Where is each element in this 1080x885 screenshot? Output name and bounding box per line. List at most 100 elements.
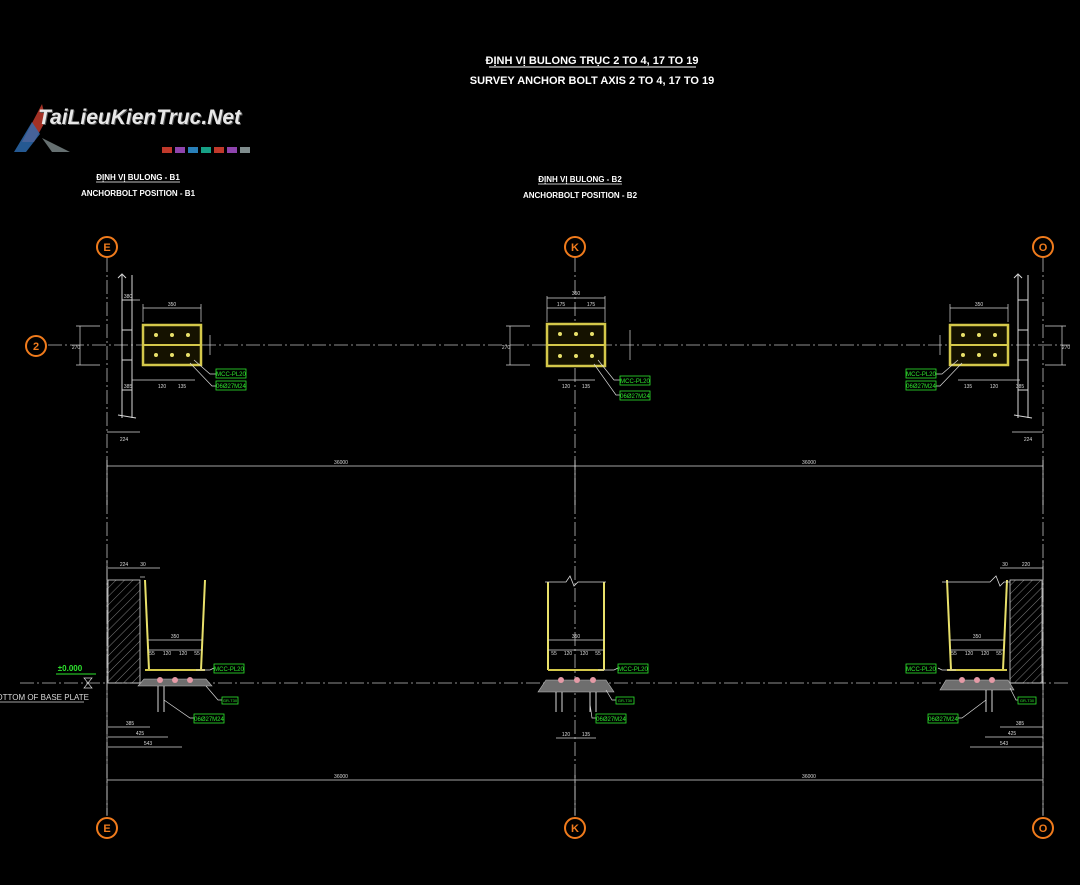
svg-text:55: 55 (595, 651, 601, 657)
svg-text:385: 385 (124, 384, 133, 390)
svg-text:135: 135 (178, 384, 187, 390)
svg-text:120: 120 (981, 651, 990, 657)
svg-text:E: E (103, 823, 110, 835)
svg-text:425: 425 (1008, 731, 1017, 737)
svg-text:GR-T30: GR-T30 (618, 698, 633, 703)
svg-text:224: 224 (120, 437, 129, 443)
svg-text:GR-T30: GR-T30 (223, 698, 238, 703)
svg-text:06Ø27M24: 06Ø27M24 (620, 394, 650, 400)
svg-text:120: 120 (562, 384, 571, 390)
svg-text:350: 350 (975, 302, 984, 308)
grid-bubble-o-bottom: O (1032, 817, 1054, 839)
svg-text:350: 350 (572, 291, 581, 297)
level-marker: ±0.000 BOTTOM OF BASE PLATE (0, 664, 96, 703)
section-b2-line-1: ĐỊNH VỊ BULONG - B2 (538, 175, 622, 184)
svg-text:270: 270 (72, 345, 81, 351)
drawing-title: ĐỊNH VỊ BULONG TRỤC 2 TO 4, 17 TO 19 SUR… (470, 55, 715, 87)
svg-text:O: O (1039, 242, 1048, 254)
wall-hatch (107, 579, 141, 684)
svg-text:120: 120 (990, 384, 999, 390)
svg-text:MCC-PL20: MCC-PL20 (906, 667, 936, 673)
svg-text:MCC-PL20: MCC-PL20 (214, 667, 244, 673)
title-line-2: SURVEY ANCHOR BOLT AXIS 2 TO 4, 17 TO 19 (470, 75, 715, 87)
svg-text:350: 350 (171, 634, 180, 640)
svg-text:120: 120 (158, 384, 167, 390)
svg-text:06Ø27M24: 06Ø27M24 (216, 384, 246, 390)
svg-text:120: 120 (564, 651, 573, 657)
svg-text:55: 55 (194, 651, 200, 657)
svg-text:06Ø27M24: 06Ø27M24 (194, 717, 224, 723)
elevation-left-detail: 224 30 350 55 120 120 55 385 425 543 MCC… (106, 560, 1044, 815)
elevation-middle-detail: 350 55 120 120 55 120 135 MCC-PL20 GR-T3… (537, 575, 648, 739)
svg-text:350: 350 (168, 302, 177, 308)
svg-text:120: 120 (965, 651, 974, 657)
grid-bubble-e-bottom: E (96, 817, 118, 839)
grid-bubble-k-top: K (564, 236, 586, 258)
level-value: ±0.000 (58, 664, 83, 673)
svg-text:MCC-PL20: MCC-PL20 (620, 379, 650, 385)
svg-text:425: 425 (136, 731, 145, 737)
svg-text:O: O (1039, 823, 1048, 835)
svg-text:06Ø27M24: 06Ø27M24 (928, 717, 958, 723)
svg-text:120: 120 (580, 651, 589, 657)
plan-left-detail: 350 380 270 385 120 135 224 MCC-PL20 06Ø… (72, 273, 247, 443)
svg-text:175: 175 (557, 302, 566, 308)
watermark-color-strip (162, 140, 253, 153)
grid-bubbles: E K O 2 E K O (25, 236, 1054, 839)
svg-text:543: 543 (144, 741, 153, 747)
svg-text:55: 55 (149, 651, 155, 657)
svg-text:224: 224 (1024, 437, 1033, 443)
svg-text:120: 120 (163, 651, 172, 657)
elevation-right-detail: 30 220 350 55 120 120 55 385 425 543 MCC… (905, 562, 1043, 748)
svg-text:175: 175 (587, 302, 596, 308)
svg-text:55: 55 (996, 651, 1002, 657)
svg-text:MCC-PL20: MCC-PL20 (618, 667, 648, 673)
svg-text:K: K (571, 823, 579, 835)
plan-right-detail: 350 270 135 120 385 224 MCC-PL20 06Ø27M2… (905, 273, 1071, 443)
svg-text:MCC-PL20: MCC-PL20 (906, 372, 936, 378)
svg-text:135: 135 (582, 384, 591, 390)
svg-text:385: 385 (1016, 721, 1025, 727)
svg-text:135: 135 (964, 384, 973, 390)
svg-text:220: 220 (1022, 562, 1031, 568)
span-right-value: 36000 (802, 460, 816, 466)
span-left-value: 36000 (334, 460, 348, 466)
svg-text:385: 385 (126, 721, 135, 727)
svg-text:MCC-PL20: MCC-PL20 (216, 372, 246, 378)
svg-text:120: 120 (179, 651, 188, 657)
bottom-plate-label: BOTTOM OF BASE PLATE (0, 693, 89, 702)
svg-text:385: 385 (1016, 384, 1025, 390)
grid-bubble-row-2: 2 (25, 335, 47, 357)
section-b1-line-2: ANCHORBOLT POSITION - B1 (81, 189, 196, 198)
svg-text:E: E (103, 242, 110, 254)
svg-text:350: 350 (572, 634, 581, 640)
plan-middle-detail: 350 175 175 270 120 135 MCC-PL20 06Ø27M2… (502, 291, 651, 401)
svg-text:350: 350 (973, 634, 982, 640)
svg-text:55: 55 (551, 651, 557, 657)
section-b1-line-1: ĐỊNH VỊ BULONG - B1 (96, 173, 180, 182)
section-b2-line-2: ANCHORBOLT POSITION - B2 (523, 191, 638, 200)
svg-text:224: 224 (120, 562, 129, 568)
plan-span-dimension (106, 460, 1044, 505)
svg-text:135: 135 (582, 732, 591, 738)
watermark-text: TaiLieuKienTruc.Net (38, 106, 242, 129)
svg-text:K: K (571, 242, 579, 254)
svg-text:30: 30 (140, 562, 146, 568)
svg-text:2: 2 (33, 341, 39, 353)
svg-text:543: 543 (1000, 741, 1009, 747)
grid-bubble-k-bottom: K (564, 817, 586, 839)
section-title-b2: ĐỊNH VỊ BULONG - B2 ANCHORBOLT POSITION … (523, 175, 638, 200)
svg-text:30: 30 (1002, 562, 1008, 568)
svg-text:380: 380 (124, 294, 133, 300)
svg-text:06Ø27M24: 06Ø27M24 (906, 384, 936, 390)
svg-text:GR-T30: GR-T30 (1020, 698, 1035, 703)
svg-text:270: 270 (502, 345, 511, 351)
wall-hatch (1009, 579, 1043, 684)
svg-text:120: 120 (562, 732, 571, 738)
svg-text:270: 270 (1062, 345, 1071, 351)
section-title-b1: ĐỊNH VỊ BULONG - B1 ANCHORBOLT POSITION … (81, 173, 196, 198)
watermark-logo-icon (14, 104, 70, 152)
elev-span-left-value: 36000 (334, 774, 348, 780)
grid-bubble-o-top: O (1032, 236, 1054, 258)
